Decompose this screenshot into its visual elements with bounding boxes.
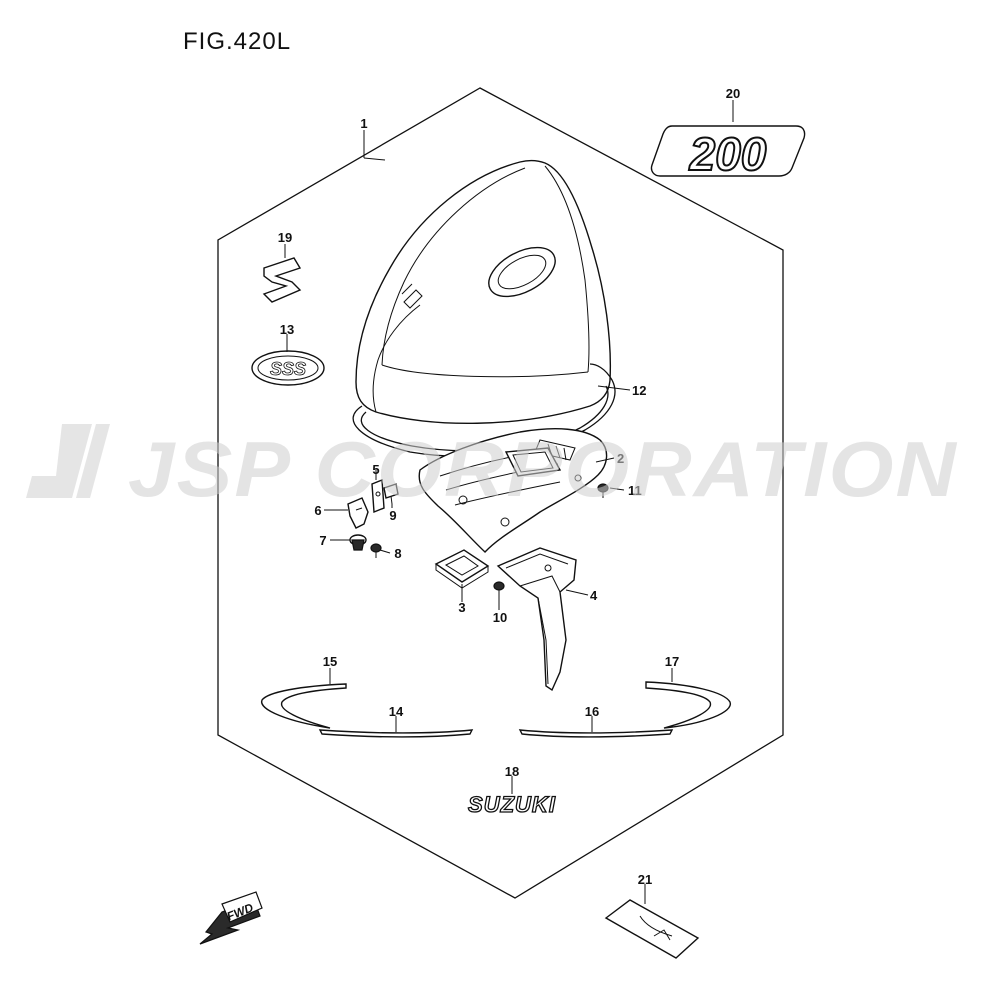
lower-cover-part[interactable] bbox=[418, 428, 608, 553]
callout-12: 12 bbox=[632, 383, 646, 398]
callout-15: 15 bbox=[323, 654, 337, 669]
callout-10: 10 bbox=[493, 610, 507, 625]
engine-cover-part[interactable] bbox=[355, 159, 612, 425]
callout-11: 11 bbox=[628, 483, 642, 498]
assembly-boundary bbox=[217, 87, 784, 899]
callout-3: 3 bbox=[458, 600, 465, 615]
callout-16: 16 bbox=[585, 704, 599, 719]
callout-2: 2 bbox=[617, 451, 624, 466]
sss-decal-text: SSS bbox=[270, 359, 306, 379]
hook-part[interactable] bbox=[347, 497, 369, 529]
screw-10-part[interactable] bbox=[493, 581, 505, 598]
callout-numbers: 1 2 3 4 5 6 7 8 9 10 11 12 13 14 15 16 1… bbox=[278, 86, 740, 887]
suzuki-decal-text: SUZUKI bbox=[468, 792, 556, 817]
sss-decal[interactable]: SSS bbox=[251, 350, 325, 386]
callout-9: 9 bbox=[389, 508, 396, 523]
screw-11-part[interactable] bbox=[597, 483, 609, 498]
stripe-14-part[interactable] bbox=[318, 729, 474, 738]
grommet-part[interactable] bbox=[434, 549, 490, 589]
label-pack-part[interactable] bbox=[604, 899, 700, 959]
screw-8-part[interactable] bbox=[370, 543, 382, 558]
watermark: JSP CORPORATION bbox=[26, 424, 958, 513]
fwd-arrow-icon: FWD bbox=[199, 891, 263, 945]
stripe-16-part[interactable] bbox=[518, 729, 674, 738]
bolt-9-part[interactable] bbox=[383, 483, 399, 505]
decal-200-text: 200 bbox=[689, 128, 767, 180]
s-emblem-decal[interactable] bbox=[262, 257, 302, 303]
callout-6: 6 bbox=[314, 503, 321, 518]
bushing-part[interactable] bbox=[349, 534, 367, 551]
callout-19: 19 bbox=[278, 230, 292, 245]
stripe-15-part[interactable] bbox=[261, 683, 347, 729]
decal-200[interactable]: 200 bbox=[650, 125, 806, 181]
callout-5: 5 bbox=[372, 462, 379, 477]
watermark-text: JSP CORPORATION bbox=[128, 425, 958, 513]
callout-17: 17 bbox=[665, 654, 679, 669]
callout-7: 7 bbox=[319, 533, 326, 548]
figure-title: FIG.420L bbox=[183, 28, 292, 55]
latch-part[interactable] bbox=[371, 478, 385, 514]
callout-8: 8 bbox=[394, 546, 401, 561]
leader-lines bbox=[284, 100, 734, 904]
callout-18: 18 bbox=[505, 764, 519, 779]
callout-13: 13 bbox=[280, 322, 294, 337]
stripe-17-part[interactable] bbox=[645, 681, 731, 729]
bracket-part[interactable] bbox=[496, 547, 577, 692]
callout-21: 21 bbox=[638, 872, 652, 887]
callout-14: 14 bbox=[389, 704, 404, 719]
suzuki-decal[interactable]: SUZUKI bbox=[467, 791, 556, 817]
callout-1: 1 bbox=[360, 116, 367, 131]
callout-20: 20 bbox=[726, 86, 740, 101]
callout-4: 4 bbox=[590, 588, 598, 603]
